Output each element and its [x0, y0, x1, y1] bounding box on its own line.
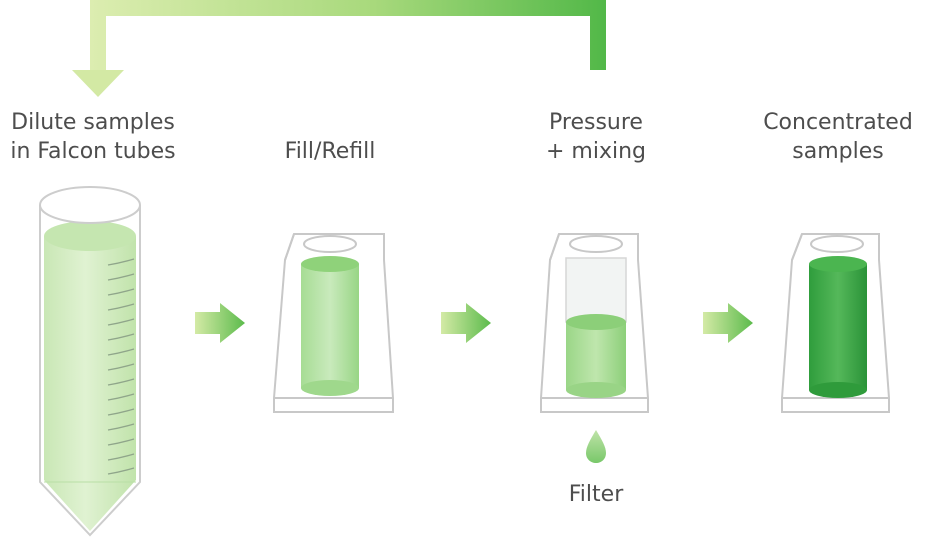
concentrator-device-icon	[540, 233, 649, 413]
falcon-tube-icon	[39, 186, 141, 537]
step-arrow-icon	[703, 303, 753, 343]
concentrator-device-icon	[781, 233, 890, 413]
step-label-line: Pressure	[549, 110, 643, 135]
step-label-line: in Falcon tubes	[10, 139, 176, 164]
step-label-pressure: Pressure + mixing	[520, 108, 672, 166]
step-arrow-icon	[441, 303, 491, 343]
step-label-fill: Fill/Refill	[250, 137, 410, 166]
step-label-line: Dilute samples	[11, 110, 175, 135]
droplet-icon	[586, 430, 606, 463]
step-label-line: + mixing	[545, 139, 646, 164]
step-label-line: Fill/Refill	[284, 139, 376, 164]
loop-arrow-icon	[72, 0, 606, 97]
step-label-dilute: Dilute samples in Falcon tubes	[0, 108, 186, 166]
step-arrow-icon	[195, 303, 245, 343]
step-label-line: samples	[792, 139, 884, 164]
step-label-concentrated: Concentrated samples	[748, 108, 928, 166]
step-label-line: Concentrated	[763, 110, 913, 135]
filter-label: Filter	[568, 482, 624, 507]
concentrator-device-icon	[273, 233, 394, 413]
